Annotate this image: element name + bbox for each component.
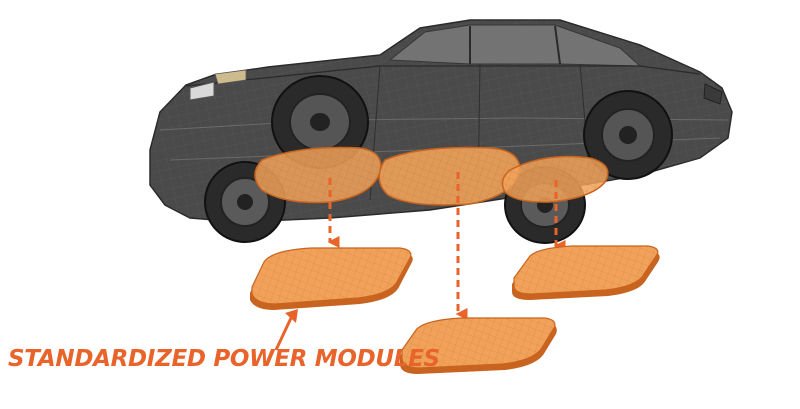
car-windows xyxy=(388,24,642,67)
power-module-middle xyxy=(400,317,557,374)
diagram-caption: STANDARDIZED POWER MODULES xyxy=(8,346,440,372)
detached-modules xyxy=(250,245,660,374)
headlight xyxy=(189,81,215,101)
car-wireframe xyxy=(149,19,733,244)
caption-pointer xyxy=(274,309,298,351)
rear-upper-wheel xyxy=(583,90,673,180)
installed-modules xyxy=(254,146,609,206)
power-module-right xyxy=(512,245,660,300)
arrows xyxy=(327,172,566,320)
power-module-left xyxy=(250,247,413,310)
